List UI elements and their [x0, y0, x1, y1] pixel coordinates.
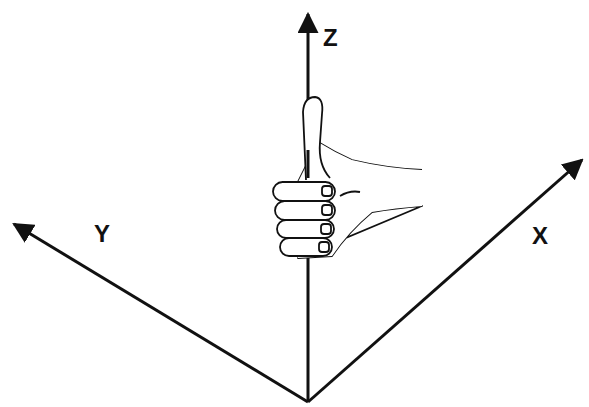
fingernail	[319, 242, 329, 252]
finger	[275, 201, 335, 220]
finger	[280, 238, 332, 256]
finger	[273, 182, 335, 201]
fingernail	[322, 205, 332, 215]
knuckle-crease	[340, 192, 360, 197]
finger	[277, 220, 334, 238]
axis-label: Y	[94, 222, 110, 246]
axis-label: X	[532, 224, 548, 248]
fingernail	[321, 224, 331, 234]
z-axis-in-grip	[307, 150, 310, 178]
right-hand	[273, 97, 422, 258]
fingernail	[322, 186, 332, 196]
axis-label: Z	[323, 26, 338, 50]
thumb	[303, 97, 330, 180]
y-axis	[14, 224, 308, 402]
